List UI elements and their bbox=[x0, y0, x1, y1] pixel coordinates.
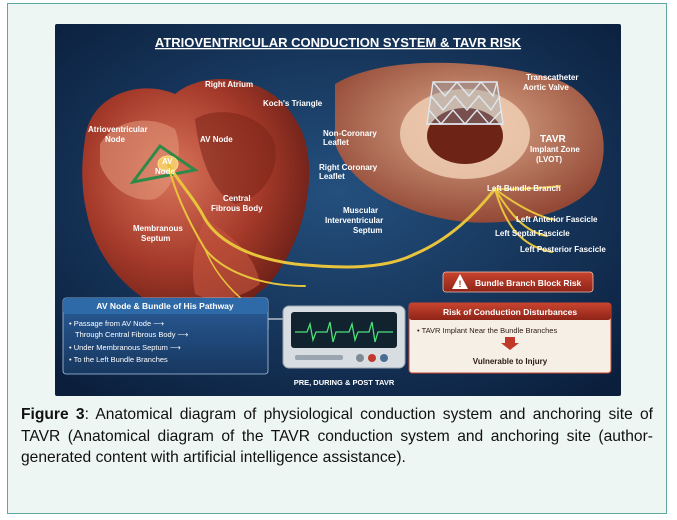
label-right-atrium: Right Atrium bbox=[205, 80, 253, 89]
figure-title: ATRIOVENTRICULAR CONDUCTION SYSTEM & TAV… bbox=[155, 35, 522, 50]
pathway-info-box: AV Node & Bundle of His Pathway • Passag… bbox=[63, 298, 268, 374]
label-left-septal: Left Septal Fascicle bbox=[495, 229, 570, 238]
caption-text: : Anatomical diagram of physiological co… bbox=[21, 406, 653, 466]
risk-line-2: Vulnerable to Injury bbox=[473, 357, 548, 366]
label-av-node-top: AV Node bbox=[200, 135, 233, 144]
monitor-caption: PRE, DURING & POST TAVR bbox=[294, 378, 395, 387]
label-av-node-inner-2: Node bbox=[155, 167, 176, 176]
label-tavr-2: Implant Zone bbox=[530, 145, 580, 154]
label-muscular-1: Muscular bbox=[343, 206, 378, 215]
label-left-posterior: Left Posterior Fascicle bbox=[520, 245, 606, 254]
pathway-line-3: • Under Membranous Septum ⟶ bbox=[69, 343, 182, 352]
label-right-coronary-1: Right Coronary bbox=[319, 163, 378, 172]
label-av-node-inner-1: AV bbox=[162, 157, 173, 166]
anatomical-figure: ATRIOVENTRICULAR CONDUCTION SYSTEM & TAV… bbox=[55, 24, 621, 396]
caption-label: Figure 3 bbox=[21, 406, 85, 423]
label-atrioventricular-node-2: Node bbox=[105, 135, 126, 144]
figure-caption: Figure 3: Anatomical diagram of physiolo… bbox=[21, 404, 653, 469]
label-muscular-3: Septum bbox=[353, 226, 382, 235]
label-membranous-septum-2: Septum bbox=[141, 234, 170, 243]
label-muscular-2: Interventricular bbox=[325, 216, 383, 225]
transcatheter-valve-icon bbox=[427, 82, 503, 124]
pathway-line-4: • To the Left Bundle Branches bbox=[69, 355, 168, 364]
label-central-fibrous-body-2: Fibrous Body bbox=[211, 204, 263, 213]
label-kochs-triangle: Koch's Triangle bbox=[263, 99, 323, 108]
label-central-fibrous-body-1: Central bbox=[223, 194, 251, 203]
pathway-line-2: Through Central Fibrous Body ⟶ bbox=[75, 330, 190, 339]
risk-box-title: Risk of Conduction Disturbances bbox=[443, 307, 577, 317]
label-left-bundle-branch: Left Bundle Branch bbox=[487, 184, 561, 193]
risk-info-box: Risk of Conduction Disturbances • TAVR I… bbox=[409, 303, 611, 373]
bundle-branch-block-label: Bundle Branch Block Risk bbox=[475, 278, 582, 288]
label-transcatheter-2: Aortic Valve bbox=[523, 83, 569, 92]
label-right-coronary-2: Leaflet bbox=[319, 172, 345, 181]
label-transcatheter-1: Transcatheter bbox=[526, 73, 578, 82]
bundle-branch-block-badge: ! Bundle Branch Block Risk bbox=[443, 272, 593, 292]
label-atrioventricular-node-1: Atrioventricular bbox=[88, 125, 148, 134]
label-tavr-3: (LVOT) bbox=[536, 155, 562, 164]
pathway-line-1: • Passage from AV Node ⟶ bbox=[69, 319, 165, 328]
label-left-anterior: Left Anterior Fascicle bbox=[516, 215, 598, 224]
risk-line-1: • TAVR Implant Near the Bundle Branches bbox=[417, 326, 557, 335]
pathway-box-title: AV Node & Bundle of His Pathway bbox=[96, 301, 234, 311]
svg-text:!: ! bbox=[459, 279, 462, 289]
label-non-coronary-1: Non-Coronary bbox=[323, 129, 377, 138]
label-tavr-1: TAVR bbox=[540, 134, 567, 145]
label-membranous-septum-1: Membranous bbox=[133, 224, 183, 233]
label-non-coronary-2: Leaflet bbox=[323, 138, 349, 147]
